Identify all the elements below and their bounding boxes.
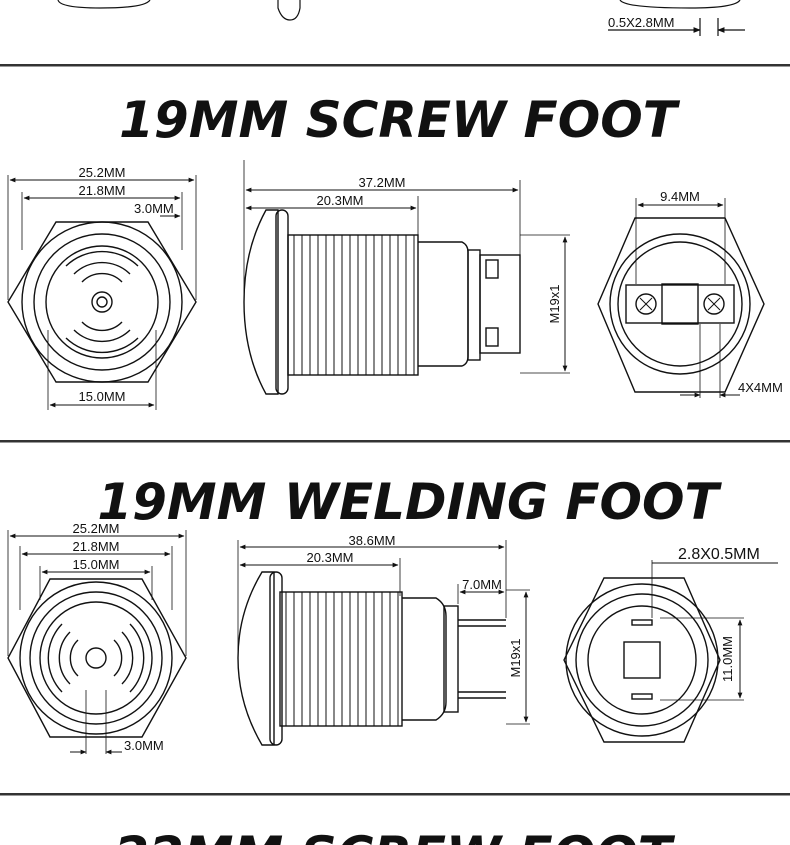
welding-side-thread: 20.3MM xyxy=(307,550,354,565)
divider-2 xyxy=(0,440,790,443)
top-dim-label: 0.5X2.8MM xyxy=(608,15,674,30)
top-side-fragment xyxy=(277,0,301,21)
top-front-fragment xyxy=(57,0,151,9)
screw-back-terminal: 4X4MM xyxy=(738,380,783,395)
divider-1 xyxy=(0,64,790,67)
welding-front-d4: 3.0MM xyxy=(124,738,164,753)
bottom-section-title: 22MM SCREW FOOT xyxy=(114,826,676,845)
welding-side-length: 38.6MM xyxy=(349,533,396,548)
screw-section-title: 19MM SCREW FOOT xyxy=(119,91,681,149)
screw-front-d4: 15.0MM xyxy=(79,389,126,404)
screw-side-length: 37.2MM xyxy=(359,175,406,190)
welding-front-d2: 21.8MM xyxy=(73,539,120,554)
screw-side-diameter: M19x1 xyxy=(547,284,562,323)
divider-3 xyxy=(0,793,790,796)
welding-back-spacing: 11.0MM xyxy=(720,636,735,682)
welding-back-view xyxy=(563,560,778,743)
top-section xyxy=(57,0,745,36)
welding-side-diameter: M19x1 xyxy=(508,638,523,677)
welding-side-pin: 7.0MM xyxy=(462,577,502,592)
screw-side-thread: 20.3MM xyxy=(317,193,364,208)
welding-front-d1: 25.2MM xyxy=(73,521,120,536)
welding-front-view xyxy=(7,530,187,755)
screw-back-top: 9.4MM xyxy=(660,189,700,204)
screw-back-view xyxy=(597,198,765,398)
welding-front-d3: 15.0MM xyxy=(73,557,120,572)
screw-front-view xyxy=(7,175,197,410)
screw-front-d2: 21.8MM xyxy=(79,183,126,198)
welding-back-pin-size: 2.8X0.5MM xyxy=(678,546,760,563)
top-back-fragment xyxy=(619,0,741,9)
welding-side-view xyxy=(237,540,530,746)
screw-front-d1: 25.2MM xyxy=(79,165,126,180)
screw-side-view xyxy=(243,160,570,395)
welding-section-title: 19MM WELDING FOOT xyxy=(97,473,722,531)
screw-front-d3: 3.0MM xyxy=(134,201,174,216)
